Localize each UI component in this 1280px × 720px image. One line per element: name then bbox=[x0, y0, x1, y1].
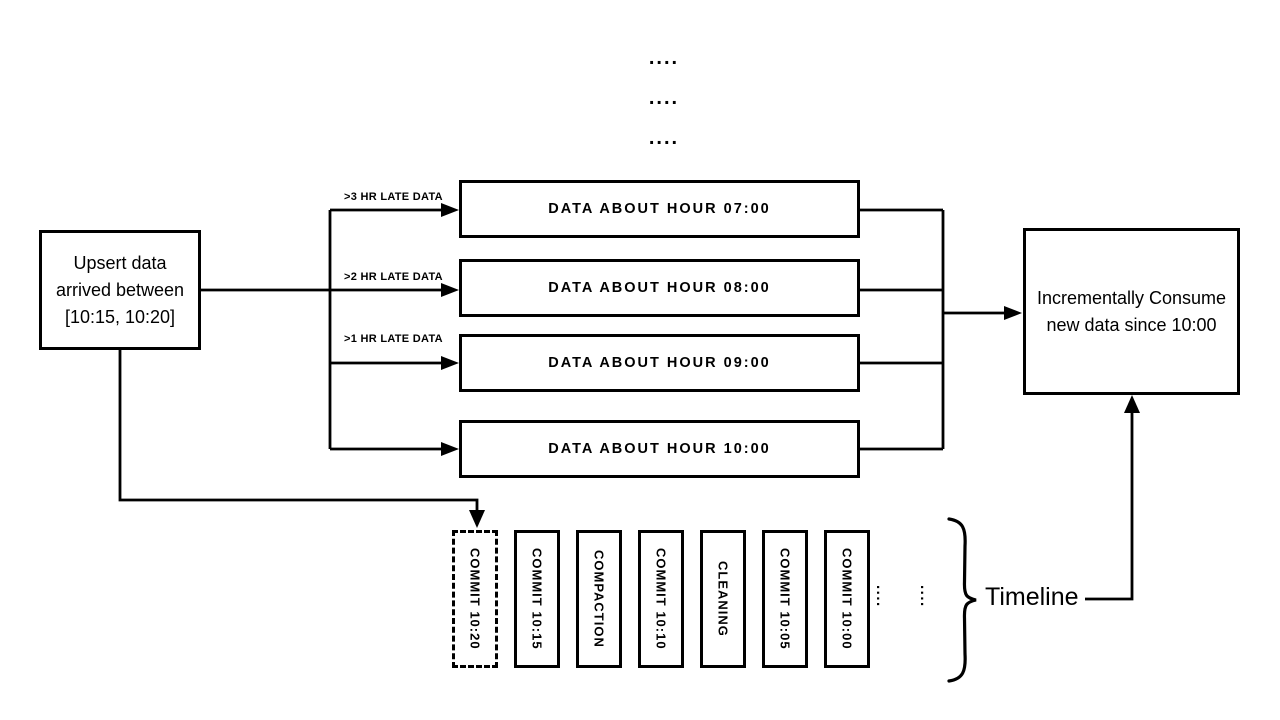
hour10-arrowhead bbox=[441, 442, 459, 456]
timeline-ellipsis: .... bbox=[917, 585, 934, 608]
consume-line-2: new data since 10:00 bbox=[1046, 314, 1217, 335]
upsert-line-1: Upsert data bbox=[73, 252, 167, 273]
timeline-entry-label: COMMIT 10:10 bbox=[653, 548, 669, 650]
timeline-arrowhead bbox=[1124, 395, 1140, 413]
consume-line-1: Incrementally Consume bbox=[1036, 287, 1227, 308]
timeline-entry-compaction: COMPACTION bbox=[576, 530, 622, 668]
timeline-entry-commit-1015: COMMIT 10:15 bbox=[514, 530, 560, 668]
commit-arrowhead bbox=[469, 510, 485, 528]
timeline-label: Timeline bbox=[985, 583, 1079, 611]
timeline-entry-cleaning: CLEANING bbox=[700, 530, 746, 668]
timeline-brace bbox=[947, 517, 977, 683]
late2-arrowhead bbox=[441, 283, 459, 297]
timeline-entry-label: COMMIT 10:05 bbox=[777, 548, 793, 650]
top-ellipsis-row: .... bbox=[648, 47, 680, 69]
timeline-entry-label: COMMIT 10:00 bbox=[839, 548, 855, 650]
late3-arrowhead bbox=[441, 203, 459, 217]
incremental-consume-text: Incrementally Consume new data since 10:… bbox=[1037, 285, 1226, 339]
timeline-entry-commit-1020: COMMIT 10:20 bbox=[452, 530, 498, 668]
timeline-entry-commit-1005: COMMIT 10:05 bbox=[762, 530, 808, 668]
hour-box-0800: DATA ABOUT HOUR 08:00 bbox=[459, 259, 860, 317]
timeline-ellipsis: .... bbox=[873, 585, 890, 608]
upsert-line-3: [10:15, 10:20] bbox=[64, 306, 176, 327]
timeline-entry-commit-1010: COMMIT 10:10 bbox=[638, 530, 684, 668]
late-data-label-3hr: >3 HR LATE DATA bbox=[344, 191, 443, 203]
hour-box-0900: DATA ABOUT HOUR 09:00 bbox=[459, 334, 860, 392]
timeline-entry-label: CLEANING bbox=[715, 561, 731, 637]
timeline-to-consume-line bbox=[1085, 412, 1134, 601]
upsert-line-2: arrived between bbox=[55, 279, 185, 300]
top-ellipsis-row: .... bbox=[648, 87, 680, 109]
top-ellipsis-row: .... bbox=[648, 127, 680, 149]
timeline-entry-label: COMMIT 10:20 bbox=[467, 548, 483, 650]
timeline-entry-label: COMMIT 10:15 bbox=[529, 548, 545, 650]
hour-box-1000: DATA ABOUT HOUR 10:00 bbox=[459, 420, 860, 478]
incremental-consume-box: Incrementally Consume new data since 10:… bbox=[1023, 228, 1240, 395]
upsert-data-text: Upsert data arrived between [10:15, 10:2… bbox=[56, 250, 184, 331]
timeline-entry-commit-1000: COMMIT 10:00 bbox=[824, 530, 870, 668]
upsert-to-commit-line bbox=[118, 350, 479, 511]
upsert-data-box: Upsert data arrived between [10:15, 10:2… bbox=[39, 230, 201, 350]
late1-arrowhead bbox=[441, 356, 459, 370]
timeline-entry-label: COMPACTION bbox=[591, 550, 607, 648]
late-data-label-2hr: >2 HR LATE DATA bbox=[344, 271, 443, 283]
late-data-label-1hr: >1 HR LATE DATA bbox=[344, 333, 443, 345]
consume-arrowhead bbox=[1004, 306, 1022, 320]
hour-box-0700: DATA ABOUT HOUR 07:00 bbox=[459, 180, 860, 238]
